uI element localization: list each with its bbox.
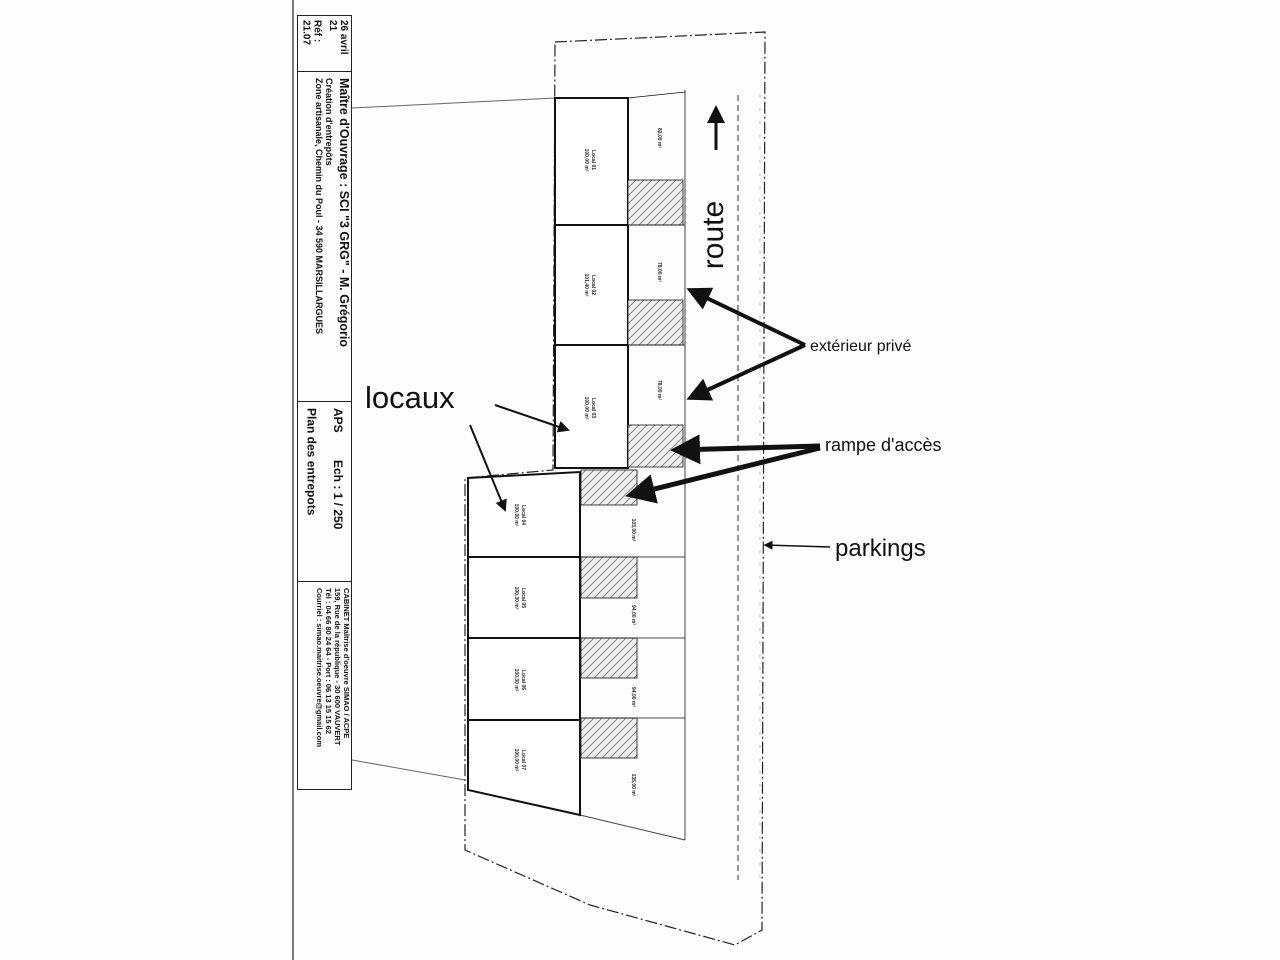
unit-area: 100,30 m² (513, 587, 519, 610)
locaux-arrow (494, 404, 570, 433)
unit-area: 100,00 m² (513, 504, 519, 527)
unit-area: 100,30 m² (513, 669, 519, 692)
unit-area: 100,00 m² (583, 149, 589, 172)
unit-name: Local 05 (520, 588, 526, 608)
unit-name: Local 02 (590, 275, 596, 295)
parkings-label: parkings (835, 535, 926, 562)
ramp (580, 637, 638, 679)
exterior-area: 78,00 m² (656, 262, 662, 282)
annotation-arrows (469, 105, 831, 550)
locaux-arrow (469, 424, 507, 512)
unit-name: Local 07 (520, 750, 526, 770)
cabinet-line: 159, Rue de la république - 30 600 VAUVE… (333, 588, 342, 746)
route-label: route (697, 200, 731, 270)
ramp (627, 299, 684, 346)
exterior-area: 135,00 m² (630, 774, 636, 797)
sheet-title: Plan des entrepots (304, 408, 319, 516)
exterior-area: 78,00 m² (656, 380, 662, 400)
title-block-cabinet-cell: CABINET Maîtrise d'oeuvre SIMAO / ACPE 1… (298, 582, 351, 789)
phase-scale-line: APS Ech : 1 / 250 (331, 408, 345, 575)
cabinet-line: Tél : 04 66 80 24 64 - Port : 06 13 15 1… (324, 588, 333, 734)
unit-name: Local 06 (520, 670, 526, 690)
sheet-title-line: Plan des entrepots (304, 408, 318, 575)
exterior-arrow (686, 343, 806, 401)
exterior-area: 82,00 m² (656, 128, 662, 148)
project: Création d'entrepôts (324, 78, 334, 166)
parkings-arrow (763, 540, 831, 550)
ramp (627, 424, 684, 468)
unit-area: 101,40 m² (583, 274, 589, 297)
page-edge (292, 0, 294, 960)
cabinet-line: Courriel : simao.maitrise.oeuvre@gmail.c… (315, 588, 324, 748)
date: 26 avril 21 (326, 20, 349, 55)
scale: Ech : 1 / 250 (330, 460, 345, 530)
unit-area: 100,00 m² (583, 397, 589, 420)
unit-local-06 (467, 637, 581, 721)
lower-buildings (467, 469, 685, 817)
boundary-line (351, 759, 466, 781)
unit-local-07 (467, 719, 581, 817)
upper-buildings (554, 91, 686, 469)
title-block-sheet-cell: APS Ech : 1 / 250 Plan des entrepots (298, 402, 351, 582)
reference: Réf : 21.07 (300, 20, 323, 46)
ramp (580, 556, 638, 599)
unit-name: Local 04 (520, 505, 526, 525)
title-block: 26 avril 21 Réf : 21.07 Maître d'Ouvrage… (297, 15, 352, 790)
exterior-label: extérieur privé (810, 338, 912, 355)
exterior-area: 94,00 m² (630, 605, 636, 625)
exterior-limit (579, 90, 686, 841)
unit-name: Local 03 (590, 398, 596, 418)
address: Zone artisanale, Chemin du Poul - 34 590… (314, 78, 324, 335)
unit-local-02 (554, 224, 629, 346)
cabinet-line: CABINET Maîtrise d'oeuvre SIMAO / ACPE (342, 588, 351, 739)
locaux-label: locaux (365, 380, 455, 415)
ramp (580, 469, 638, 506)
boundary-line (351, 97, 556, 109)
phase: APS (330, 408, 345, 433)
unit-local-01 (554, 97, 629, 226)
ramp (627, 179, 684, 226)
ramp (580, 717, 638, 759)
title-block-date-cell: 26 avril 21 Réf : 21.07 (298, 16, 351, 72)
parcel-boundary (464, 31, 766, 946)
unit-name: Local 01 (590, 150, 596, 170)
ramp-label: rampe d'accès (825, 435, 942, 455)
exterior-arrow (686, 287, 806, 347)
owner: Maître d'Ouvrage : SCI "3 GRG" - M. Grég… (337, 78, 351, 348)
exterior-area: 103,00 m² (630, 519, 636, 542)
unit-local-03 (554, 344, 629, 469)
ramp-arrow (670, 434, 821, 465)
title-block-owner-cell: Maître d'Ouvrage : SCI "3 GRG" - M. Grég… (298, 72, 351, 402)
exterior-area: 94,00 m² (630, 687, 636, 707)
ramp-arrow (625, 445, 821, 504)
unit-area: 100,00 m² (513, 749, 519, 772)
